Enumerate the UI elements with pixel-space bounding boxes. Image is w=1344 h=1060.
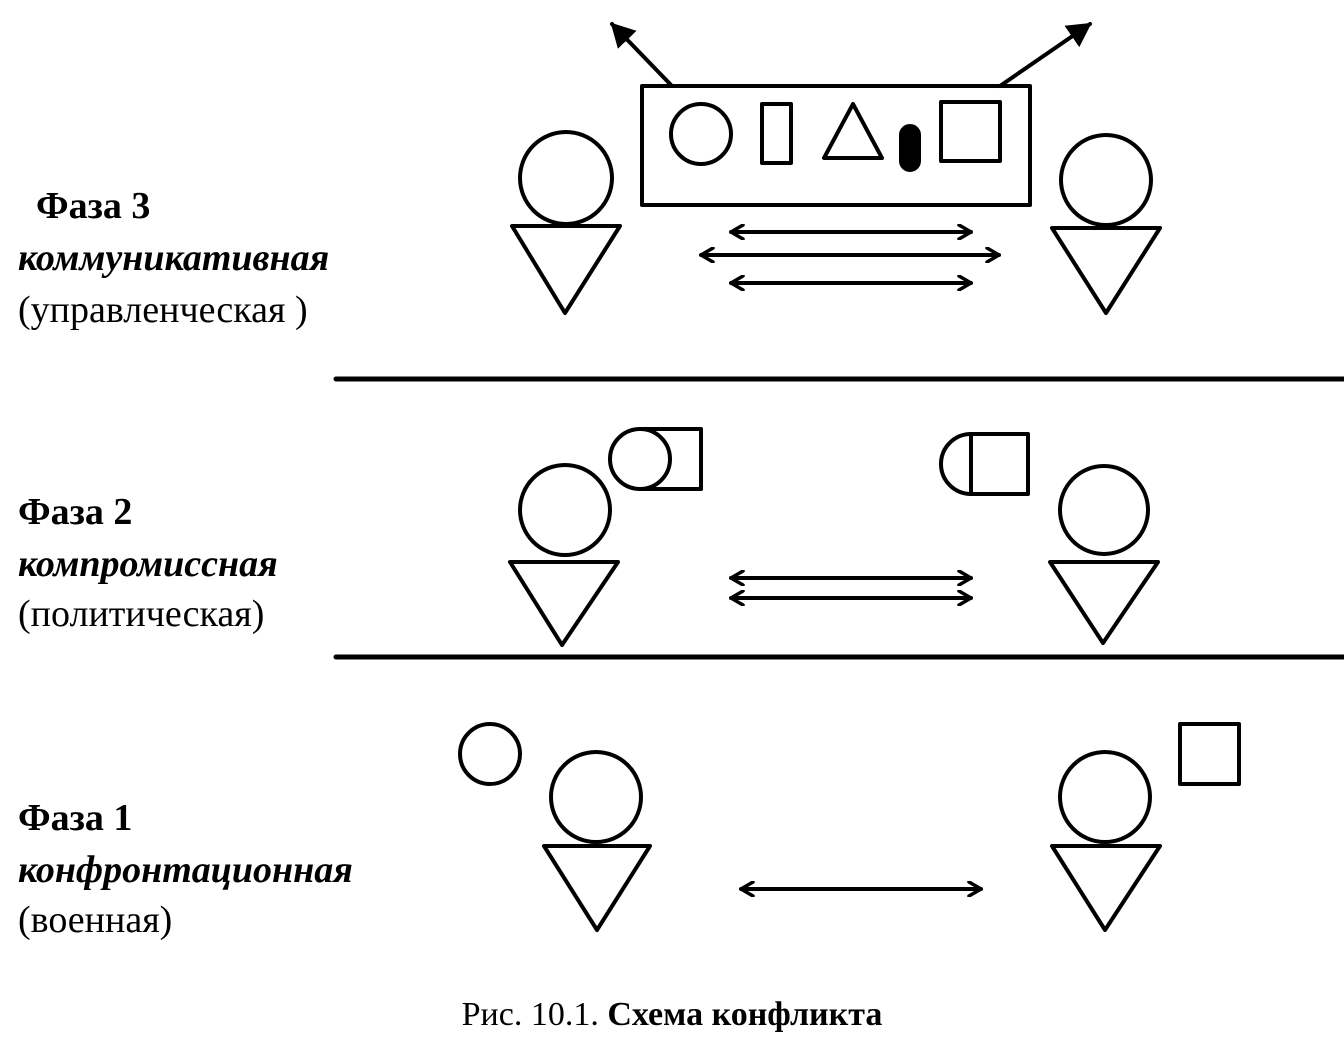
person-body xyxy=(1050,226,1162,315)
person-body xyxy=(1050,844,1162,932)
shared-box xyxy=(640,84,1032,207)
phase-title: Фаза 3 xyxy=(36,185,151,227)
person-head xyxy=(1059,133,1153,227)
caption-text: Схема конфликта xyxy=(607,996,883,1033)
phase1-right-figure xyxy=(1050,750,1162,932)
phase-title: Фаза 2 xyxy=(18,491,133,533)
pill-shape xyxy=(899,124,921,172)
phase2-label: Фаза 2 компромиссная (политическая) xyxy=(18,490,278,636)
phase-paren: (управленческая ) xyxy=(18,289,308,331)
phase1-label: Фаза 1 конфронтационная (военная) xyxy=(18,796,353,942)
phase3-right-figure xyxy=(1050,133,1162,315)
person-body xyxy=(1048,560,1160,645)
phase2-group xyxy=(508,427,1160,647)
person-head xyxy=(518,463,612,557)
phase-kind: компромиссная xyxy=(18,543,278,585)
phase-kind: коммуникативная xyxy=(18,237,330,279)
phase3-group xyxy=(510,22,1162,315)
circle-shape xyxy=(669,102,733,166)
person-head xyxy=(518,130,614,226)
circle-shape xyxy=(458,722,522,786)
person-head xyxy=(1058,464,1150,556)
phase2-right-figure xyxy=(1048,464,1160,645)
diverge-arrow-left xyxy=(610,22,674,88)
phase-paren: (политическая) xyxy=(18,593,265,635)
phase3-desc: коммуникативная (управленческая ) xyxy=(18,236,329,332)
person-body xyxy=(508,560,620,647)
phase1-group xyxy=(458,722,1241,932)
person-body xyxy=(542,844,652,932)
phase-paren: (военная) xyxy=(18,899,173,941)
phase-title: Фаза 1 xyxy=(18,797,133,839)
diverge-arrow-right xyxy=(998,22,1092,88)
phase3-left-figure xyxy=(510,130,622,315)
person-head xyxy=(549,750,643,844)
caption-prefix: Рис. 10.1. xyxy=(461,996,599,1033)
person-head xyxy=(1058,750,1152,844)
phase2-left-figure xyxy=(508,463,620,647)
circle-square-combo-left xyxy=(608,427,703,491)
square-shape xyxy=(1178,722,1241,786)
phase1-left-figure xyxy=(542,750,652,932)
phase3-label: Фаза 3 xyxy=(36,184,150,228)
figure-caption: Рис. 10.1. Схема конфликта xyxy=(0,996,1344,1034)
triangle-shape xyxy=(822,102,884,160)
person-body xyxy=(510,224,622,315)
rectangle-shape xyxy=(760,102,793,165)
square-shape xyxy=(939,100,1002,163)
half-circle-square-combo-right xyxy=(939,432,1030,496)
phase-kind: конфронтационная xyxy=(18,849,353,891)
